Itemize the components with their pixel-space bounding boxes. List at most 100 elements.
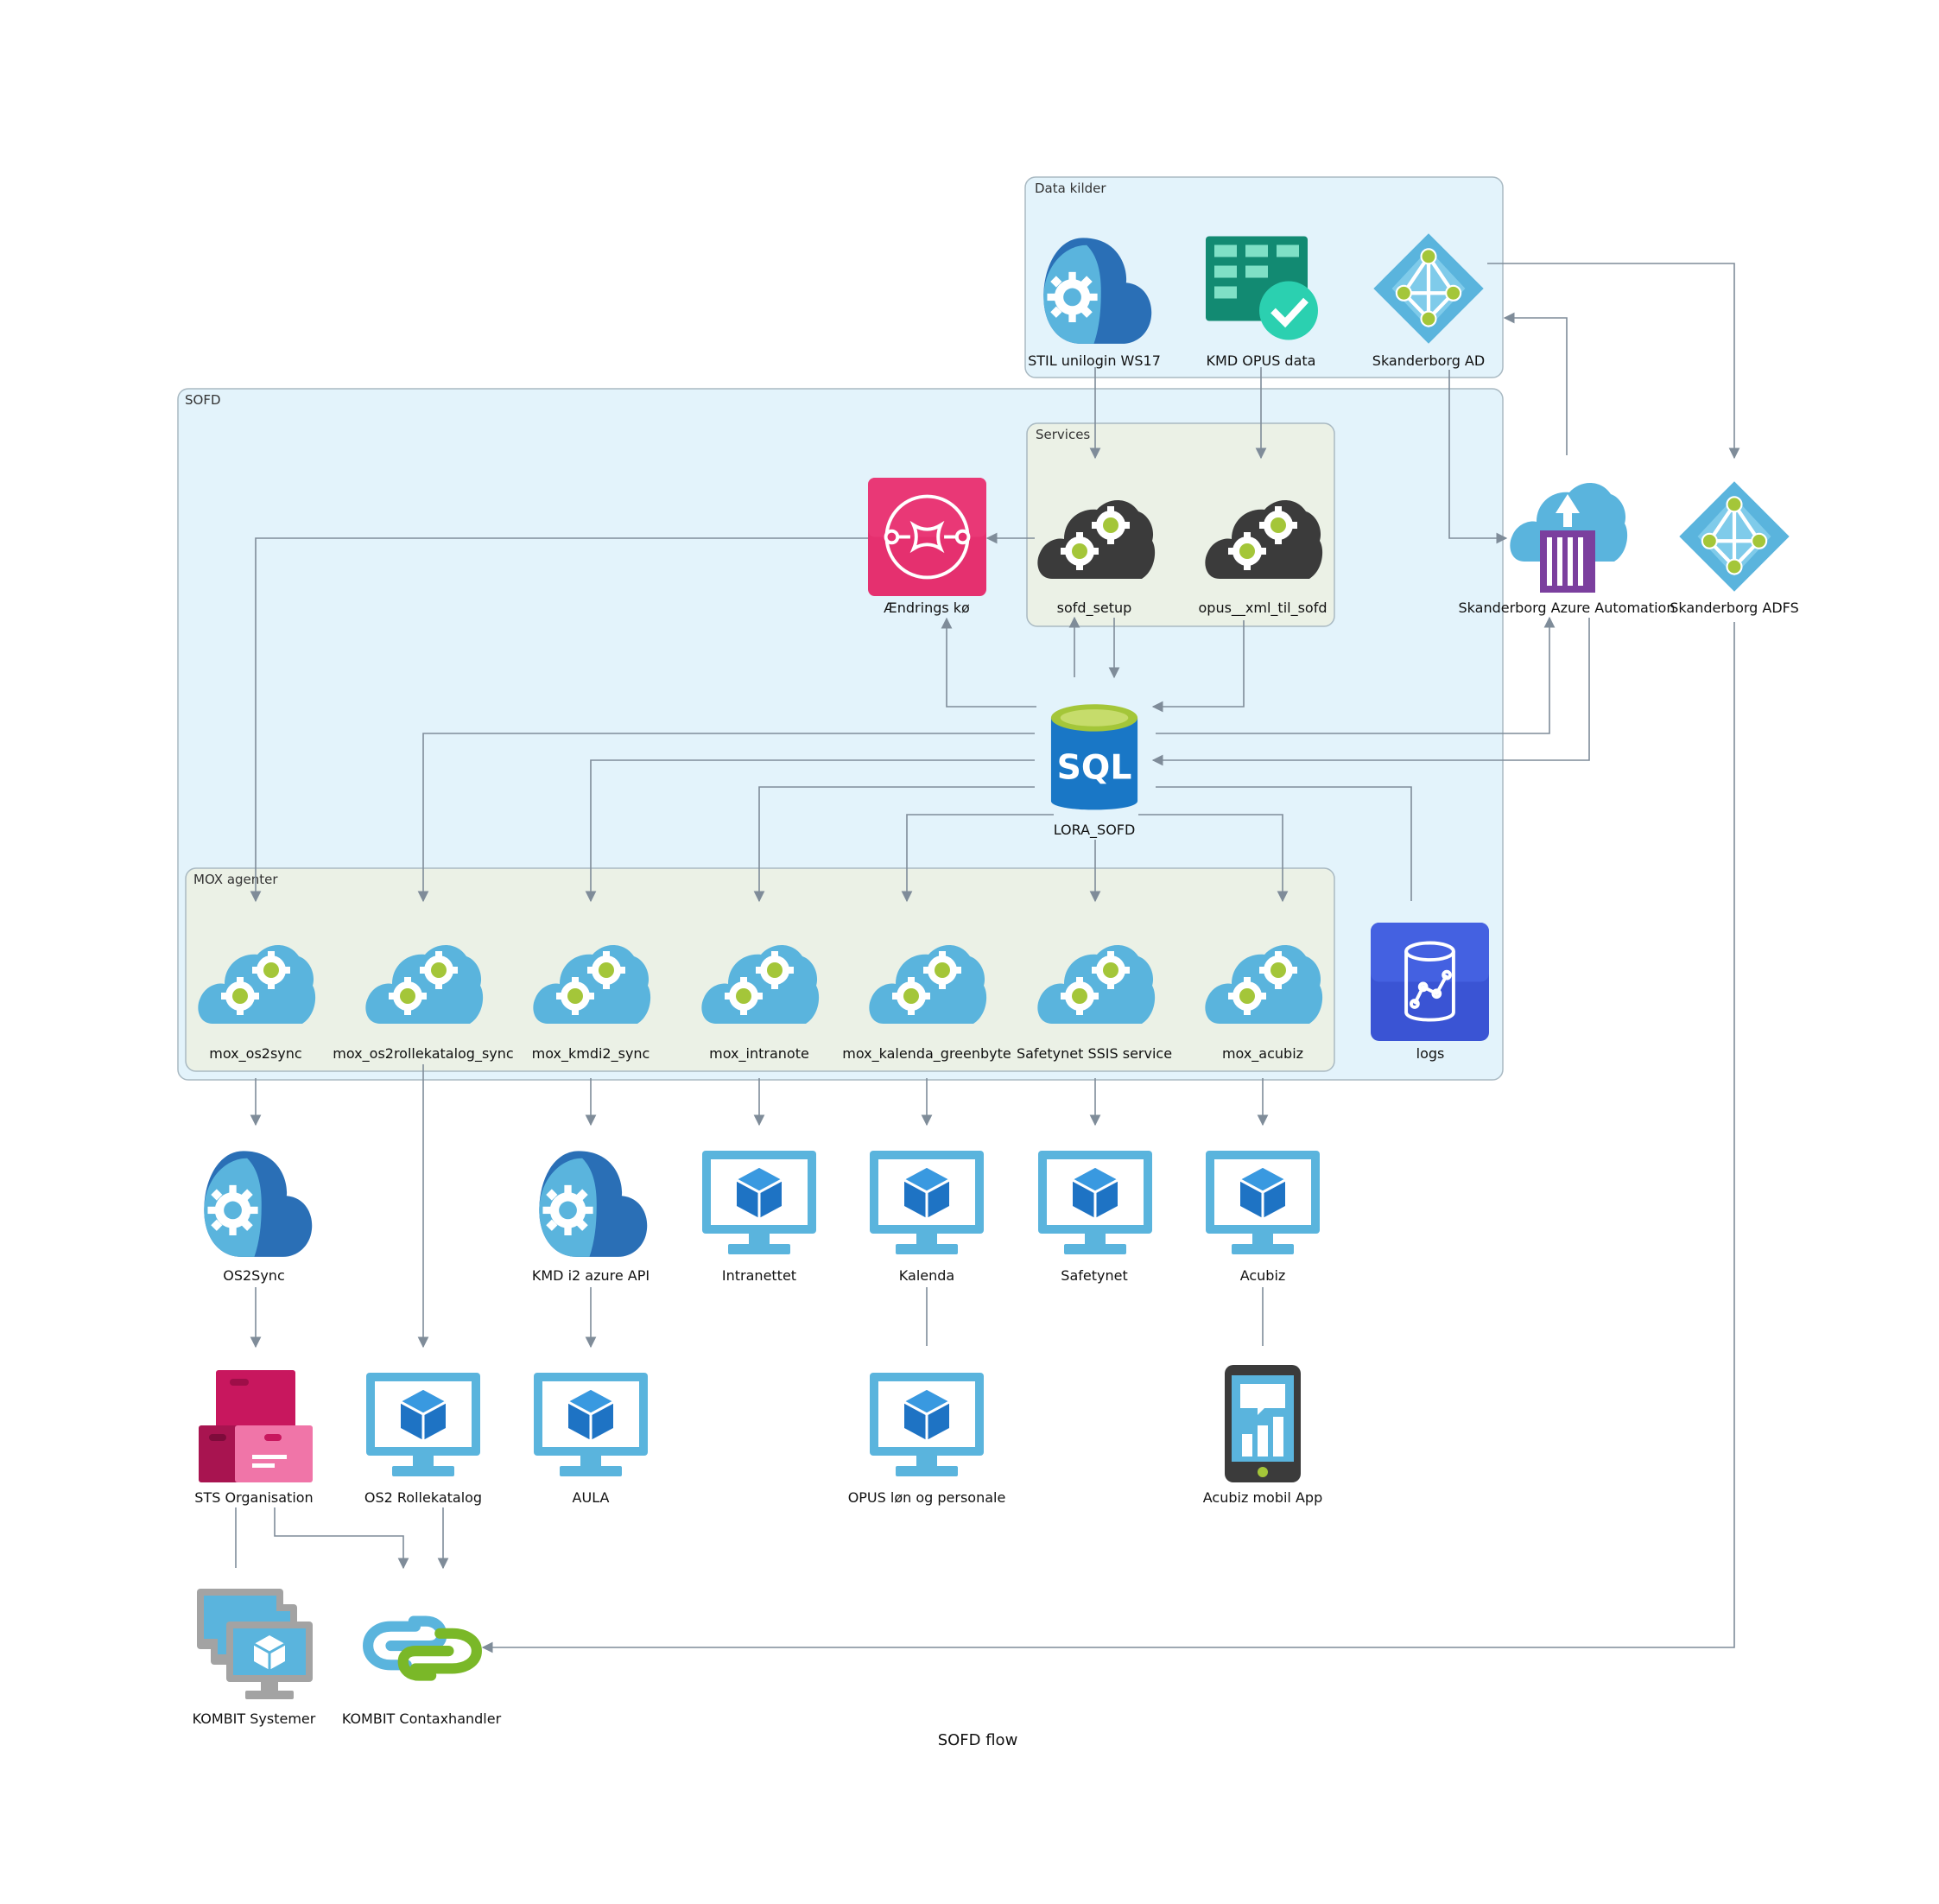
node-label-safetynet: Safetynet bbox=[1061, 1267, 1127, 1284]
multi-monitor-icon bbox=[195, 1587, 314, 1701]
node-intranettet[interactable]: Intranettet bbox=[700, 1149, 818, 1284]
edge-opus-to-sql bbox=[1151, 620, 1245, 713]
node-label-intranettet: Intranettet bbox=[722, 1267, 796, 1284]
edge-queue-to-os2sync bbox=[250, 537, 868, 903]
monitor-cube-icon bbox=[532, 1371, 650, 1478]
edge-sql-to-automation bbox=[1156, 616, 1556, 734]
node-label-os2sync: OS2Sync bbox=[223, 1267, 285, 1284]
node-sts-organisation[interactable]: STS Organisation bbox=[194, 1370, 314, 1506]
node-label-mox-acubiz: mox_acubiz bbox=[1222, 1045, 1303, 1063]
node-acubiz[interactable]: Acubiz bbox=[1204, 1149, 1321, 1284]
node-safetynet[interactable]: Safetynet bbox=[1036, 1149, 1154, 1284]
edge-automation-to-sql bbox=[1151, 618, 1590, 766]
node-stil[interactable]: STIL unilogin WS17 bbox=[1028, 238, 1161, 369]
node-opus-lon[interactable]: OPUS løn og personale bbox=[848, 1371, 1006, 1506]
monitor-cube-icon bbox=[868, 1149, 985, 1256]
node-label-kmd-opus-data: KMD OPUS data bbox=[1207, 352, 1316, 369]
node-label-sts-organisation: STS Organisation bbox=[194, 1489, 313, 1506]
node-mox-kalenda-greenbyte[interactable]: mox_kalenda_greenbyte bbox=[842, 945, 1011, 1063]
log-analytics-icon bbox=[1371, 923, 1489, 1041]
node-label-opus-lon: OPUS løn og personale bbox=[848, 1489, 1006, 1506]
node-label-acubiz: Acubiz bbox=[1240, 1267, 1286, 1284]
monitor-cube-icon bbox=[700, 1149, 818, 1256]
edge-sql-to-queue bbox=[941, 617, 1036, 708]
queue-icon bbox=[868, 478, 986, 596]
node-sofd-setup[interactable]: sofd_setup bbox=[1037, 500, 1156, 617]
node-skanderborg-adfs[interactable]: Skanderborg ADFS bbox=[1670, 481, 1799, 616]
node-kmd-i2-api[interactable]: KMD i2 azure API bbox=[532, 1151, 650, 1284]
cloud-gear-icon bbox=[204, 1151, 313, 1257]
node-label-mox-kmdi2-sync: mox_kmdi2_sync bbox=[532, 1045, 650, 1063]
edge-sts-to-contaxhandler bbox=[274, 1507, 409, 1570]
node-skanderborg-ad[interactable]: Skanderborg AD bbox=[1372, 233, 1485, 369]
node-label-kombit-contaxhandler: KOMBIT Contaxhandler bbox=[342, 1710, 502, 1727]
stacked-boxes-icon bbox=[199, 1370, 313, 1482]
node-mox-os2sync[interactable]: mox_os2sync bbox=[198, 945, 316, 1063]
node-label-lora-sofd: LORA_SOFD bbox=[1054, 822, 1136, 839]
node-opus-xml[interactable]: opus__xml_til_sofd bbox=[1199, 500, 1328, 617]
node-label-os2-rollekatalog: OS2 Rollekatalog bbox=[364, 1489, 482, 1506]
node-label-sofd-setup: sofd_setup bbox=[1057, 600, 1132, 617]
node-label-acubiz-mobil-app: Acubiz mobil App bbox=[1203, 1489, 1322, 1506]
node-label-kombit-systemer: KOMBIT Systemer bbox=[193, 1710, 316, 1727]
node-mox-os2rollekatalog-sync[interactable]: mox_os2rollekatalog_sync bbox=[333, 945, 514, 1063]
mobile-app-icon bbox=[1225, 1365, 1301, 1482]
node-kmd-opus-data[interactable]: KMD OPUS data bbox=[1206, 237, 1318, 370]
node-label-mox-os2rollekatalog-sync: mox_os2rollekatalog_sync bbox=[333, 1045, 513, 1063]
node-label-kalenda: Kalenda bbox=[899, 1267, 954, 1284]
edge-ad-to-adfs bbox=[1487, 263, 1740, 460]
node-mox-intranote[interactable]: mox_intranote bbox=[701, 945, 820, 1063]
group-label-sofd: SOFD bbox=[185, 392, 221, 408]
node-kombit-contaxhandler[interactable]: KOMBIT Contaxhandler bbox=[342, 1622, 502, 1727]
node-kalenda[interactable]: Kalenda bbox=[868, 1149, 985, 1284]
node-label-mox-intranote: mox_intranote bbox=[709, 1045, 809, 1063]
edge-sql-to-intranote bbox=[753, 786, 1035, 903]
node-label-aula: AULA bbox=[573, 1489, 610, 1506]
node-label-opus-xml: opus__xml_til_sofd bbox=[1199, 600, 1328, 617]
group-label-data-kilder: Data kilder bbox=[1035, 181, 1106, 196]
node-lora-sofd[interactable]: LORA_SOFD bbox=[1050, 704, 1138, 839]
node-logs[interactable]: logs bbox=[1371, 923, 1489, 1062]
node-label-skanderborg-adfs: Skanderborg ADFS bbox=[1670, 600, 1799, 616]
group-label-services: Services bbox=[1036, 427, 1090, 442]
group-label-mox-agenter: MOX agenter bbox=[193, 872, 278, 887]
monitor-cube-icon bbox=[364, 1371, 482, 1478]
node-safetynet-ssis[interactable]: Safetynet SSIS service bbox=[1017, 945, 1172, 1062]
monitor-cube-icon bbox=[868, 1371, 985, 1478]
node-label-skanderborg-ad: Skanderborg AD bbox=[1372, 352, 1485, 369]
node-aula[interactable]: AULA bbox=[532, 1371, 650, 1506]
automation-icon bbox=[1510, 483, 1628, 593]
edge-adfs-to-contaxhandler bbox=[481, 622, 1735, 1653]
node-label-mox-kalenda-greenbyte: mox_kalenda_greenbyte bbox=[842, 1045, 1011, 1063]
edge-sql-to-rollekatalog bbox=[417, 733, 1035, 903]
node-label-stil: STIL unilogin WS17 bbox=[1028, 352, 1161, 369]
edge-sql-to-kmdi2 bbox=[585, 759, 1035, 903]
node-acubiz-mobil-app[interactable]: Acubiz mobil App bbox=[1203, 1365, 1322, 1506]
edge-sql-to-acubiz bbox=[1138, 814, 1289, 903]
sql-database-icon bbox=[1050, 704, 1138, 810]
node-os2-rollekatalog[interactable]: OS2 Rollekatalog bbox=[364, 1371, 482, 1506]
edge-sql-to-kalenda bbox=[901, 814, 1054, 903]
edge-automation-to-ad bbox=[1503, 312, 1568, 455]
node-azure-automation[interactable]: Skanderborg Azure Automation bbox=[1459, 483, 1676, 616]
edge-ad-to-automation bbox=[1448, 370, 1508, 544]
monitor-cube-icon bbox=[1204, 1149, 1321, 1256]
node-kombit-systemer[interactable]: KOMBIT Systemer bbox=[193, 1587, 316, 1727]
link-icon bbox=[368, 1622, 477, 1676]
edges bbox=[235, 263, 1740, 1653]
node-label-logs: logs bbox=[1416, 1045, 1445, 1062]
node-mox-kmdi2-sync[interactable]: mox_kmdi2_sync bbox=[532, 945, 651, 1063]
monitor-cube-icon bbox=[1036, 1149, 1154, 1256]
edge-sql-to-logs bbox=[1156, 786, 1412, 901]
node-label-aendrings-ko: Ændrings kø bbox=[884, 600, 970, 616]
node-os2sync[interactable]: OS2Sync bbox=[204, 1151, 313, 1284]
cloud-gear-icon bbox=[539, 1151, 648, 1257]
diagram-title: SOFD flow bbox=[938, 1731, 1018, 1749]
node-label-mox-os2sync: mox_os2sync bbox=[209, 1045, 301, 1063]
node-label-azure-automation: Skanderborg Azure Automation bbox=[1459, 600, 1676, 616]
node-mox-acubiz[interactable]: mox_acubiz bbox=[1205, 945, 1323, 1063]
node-label-safetynet-ssis: Safetynet SSIS service bbox=[1017, 1045, 1172, 1062]
azure-ad-icon bbox=[1679, 481, 1789, 591]
node-aendrings-ko[interactable]: Ændrings kø bbox=[868, 478, 986, 616]
